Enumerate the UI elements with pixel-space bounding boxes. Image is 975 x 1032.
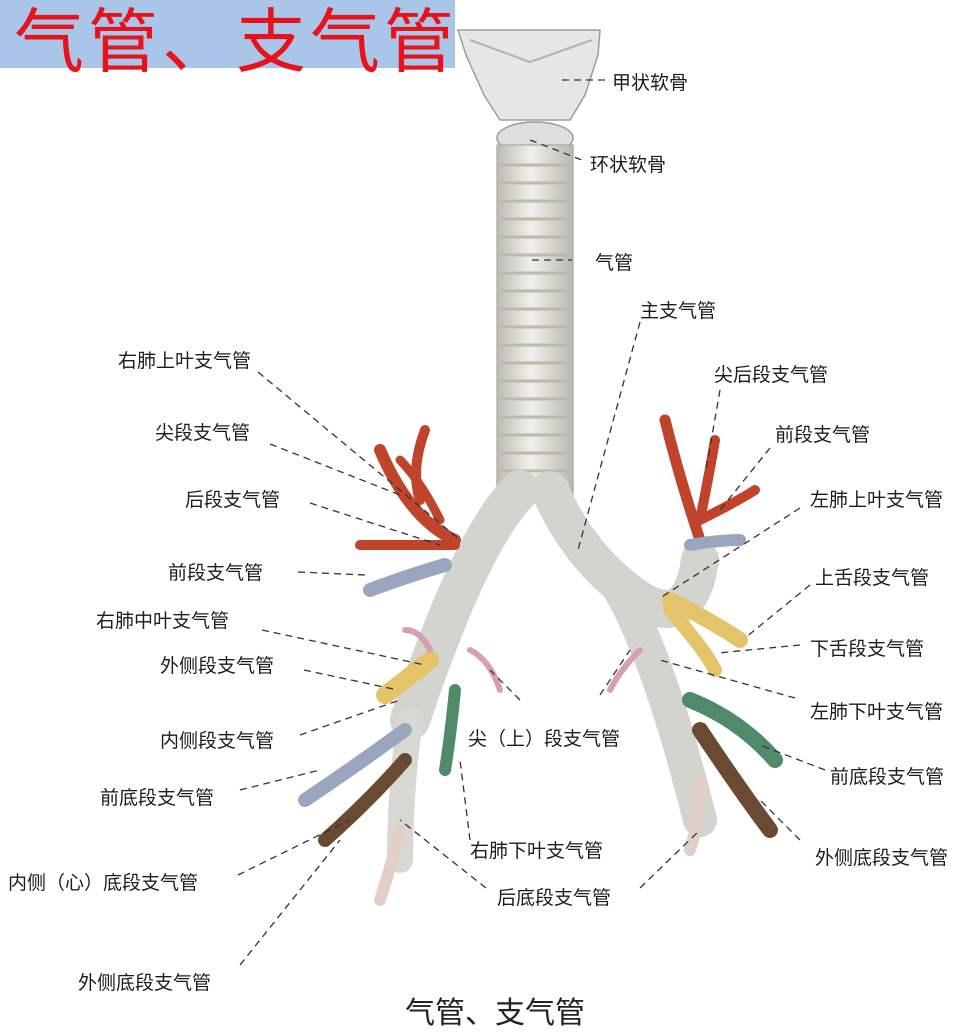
label-right-lateral-bronchus: 外侧段支气管	[160, 651, 274, 678]
label-cricoid-cartilage: 环状软骨	[590, 150, 666, 177]
label-right-medial-basal-bronchus: 内侧（心）底段支气管	[8, 868, 198, 895]
label-superior-lingular-bronchus: 上舌段支气管	[815, 563, 929, 590]
label-right-upper-lobe-bronchus: 右肺上叶支气管	[118, 346, 251, 373]
figure-caption: 气管、支气管	[405, 988, 585, 1032]
trachea-tube	[497, 145, 573, 495]
label-trachea: 气管	[595, 248, 633, 275]
label-right-medial-bronchus: 内侧段支气管	[160, 726, 274, 753]
label-right-posterior-bronchus: 后段支气管	[185, 485, 280, 512]
label-apical-superior-bronchus: 尖（上）段支气管	[468, 724, 620, 751]
right-upper-lobe-segments	[360, 430, 455, 590]
label-right-lateral-basal-bronchus: 外侧底段支气管	[78, 968, 211, 995]
label-right-anterior-basal-bronchus: 前底段支气管	[100, 783, 214, 810]
label-apicoposterior-bronchus: 尖后段支气管	[714, 360, 828, 387]
label-posterior-basal-bronchus: 后底段支气管	[497, 883, 611, 910]
label-inferior-lingular-bronchus: 下舌段支气管	[810, 634, 924, 661]
label-left-lateral-basal-bronchus: 外侧底段支气管	[815, 843, 948, 870]
label-thyroid-cartilage: 甲状软骨	[612, 68, 688, 95]
label-right-middle-lobe-bronchus: 右肺中叶支气管	[96, 606, 229, 633]
label-right-apical-bronchus: 尖段支气管	[155, 418, 250, 445]
label-left-anterior-basal-bronchus: 前底段支气管	[830, 762, 944, 789]
label-main-bronchus: 主支气管	[640, 296, 716, 323]
label-left-lower-lobe-bronchus: 左肺下叶支气管	[810, 697, 943, 724]
label-left-anterior-bronchus: 前段支气管	[775, 420, 870, 447]
label-right-lower-lobe-bronchus: 右肺下叶支气管	[470, 836, 603, 863]
left-upper-lobe-segments	[665, 420, 755, 670]
label-left-upper-lobe-bronchus: 左肺上叶支气管	[810, 485, 943, 512]
label-right-anterior-bronchus: 前段支气管	[168, 558, 263, 585]
